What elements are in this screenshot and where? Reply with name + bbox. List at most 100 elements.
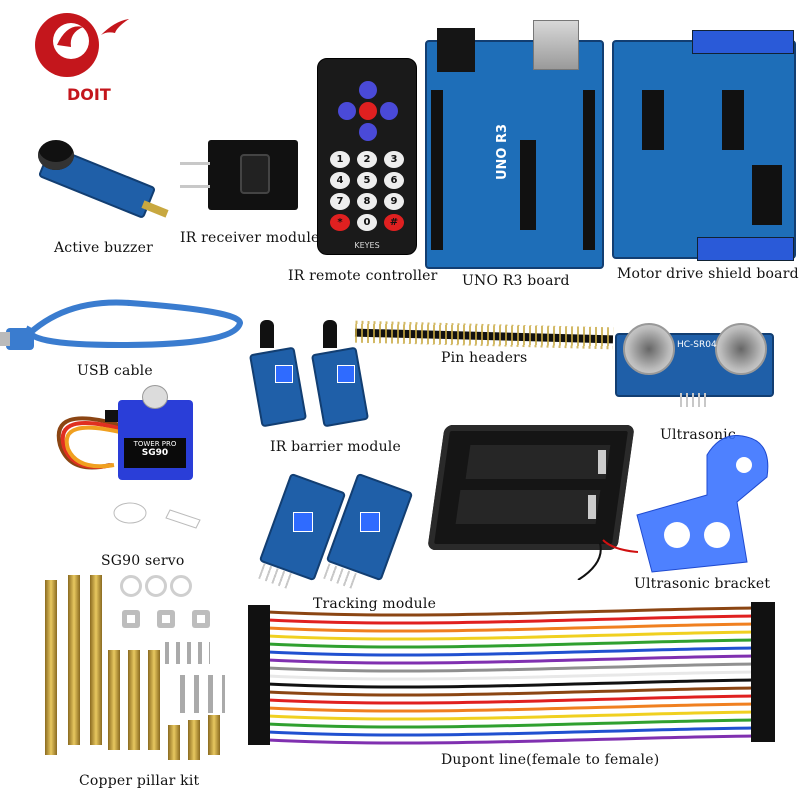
motor-shield-chip-2 <box>722 90 744 150</box>
ir-receiver-pins <box>180 162 210 188</box>
remote-keypad: 1 2 3 4 5 6 7 8 9 * 0 # <box>330 151 406 231</box>
remote-key[interactable]: 1 <box>330 151 350 168</box>
label-ir-remote: IR remote controller <box>288 268 438 284</box>
ir-receiver-sensor <box>240 154 270 194</box>
ir-barrier-pcb-2 <box>310 346 370 428</box>
pillar-mid-2 <box>128 650 140 750</box>
remote-key[interactable]: 3 <box>384 151 404 168</box>
remote-key[interactable]: 6 <box>384 172 404 189</box>
washer-3 <box>170 575 192 597</box>
ultrasonic-model: HC-SR04 <box>677 340 717 350</box>
buzzer-cylinder <box>38 140 74 170</box>
brand-name: DOIT <box>67 85 111 104</box>
remote-key[interactable]: 8 <box>357 193 377 210</box>
bracket-drawing <box>636 435 769 573</box>
servo-label-plate: TOWER PRO SG90 <box>124 438 186 468</box>
label-ultrasonic: Ultrasonic <box>660 427 736 443</box>
motor-shield-terminals-top <box>692 30 794 54</box>
uno-header-left <box>431 90 443 250</box>
washer-1 <box>120 575 142 597</box>
servo-body: TOWER PRO SG90 <box>118 400 193 480</box>
ultrasonic-transducer-left <box>623 323 675 375</box>
motor-shield-header <box>752 165 782 225</box>
remote-key[interactable]: # <box>384 214 404 231</box>
uno-board-text: UNO R3 <box>495 123 510 180</box>
pillar-short-2 <box>188 720 200 760</box>
remote-dpad <box>338 81 398 141</box>
copper-pillar-kit <box>40 570 240 770</box>
remote-key[interactable]: 4 <box>330 172 350 189</box>
servo-model: SG90 <box>141 448 169 458</box>
label-tracking: Tracking module <box>313 596 437 612</box>
remote-key[interactable]: 9 <box>384 193 404 210</box>
label-ir-receiver: IR receiver module <box>180 230 320 246</box>
ir-barrier-pot-1 <box>275 365 293 383</box>
ir-barrier-led-1 <box>260 320 274 348</box>
ir-barrier-modules <box>245 310 380 435</box>
pillar-long-3 <box>90 575 102 745</box>
ir-receiver-module <box>180 140 305 210</box>
label-copper: Copper pillar kit <box>79 773 200 789</box>
label-usb: USB cable <box>77 363 153 379</box>
motor-shield-terminals-bottom <box>697 237 794 261</box>
servo-top-gear <box>142 385 168 409</box>
usb-cable <box>0 288 250 368</box>
pillar-long-1 <box>45 580 57 755</box>
motor-shield-pcb <box>612 40 796 259</box>
label-servo: SG90 servo <box>101 553 185 569</box>
battery-holder-wires <box>577 539 638 580</box>
uno-pcb <box>425 40 604 269</box>
dpad-down[interactable] <box>359 123 377 141</box>
remote-key[interactable]: 7 <box>330 193 350 210</box>
remote-key[interactable]: 0 <box>357 214 377 231</box>
dpad-up[interactable] <box>359 81 377 99</box>
ultrasonic-transducer-right <box>715 323 767 375</box>
pillar-mid-1 <box>108 650 120 750</box>
remote-key[interactable]: 2 <box>357 151 377 168</box>
tracking-pot-2 <box>360 512 380 532</box>
label-dupont: Dupont line(female to female) <box>441 752 660 768</box>
uno-chip <box>520 140 536 230</box>
pin-header-pins <box>354 320 614 350</box>
pin-headers <box>354 320 615 350</box>
ultrasonic-sensor: HC-SR04 <box>615 318 775 408</box>
battery-holder <box>427 415 638 580</box>
label-pin-headers: Pin headers <box>441 350 528 366</box>
remote-brand: KEYES <box>354 241 380 250</box>
motor-shield <box>612 15 797 261</box>
active-buzzer <box>30 135 175 230</box>
uno-usb-port <box>533 20 579 70</box>
dupont-lines <box>248 600 778 750</box>
dupont-wires-drawing <box>248 602 775 745</box>
battery-holder-contact-2 <box>588 495 596 519</box>
usb-cable-drawing <box>0 299 244 350</box>
buzzer-pins <box>141 200 169 218</box>
uno-header-right <box>583 90 595 250</box>
doit-logo-mark <box>35 13 129 77</box>
label-uno: UNO R3 board <box>462 273 570 289</box>
screws-long <box>180 675 225 713</box>
dpad-right[interactable] <box>380 102 398 120</box>
nut-1 <box>122 610 140 628</box>
pillar-short-3 <box>208 715 220 755</box>
uno-r3-board: UNO R3 <box>425 20 605 269</box>
dpad-ok[interactable] <box>359 102 377 120</box>
pillar-short-1 <box>168 725 180 760</box>
remote-key[interactable]: * <box>330 214 350 231</box>
uno-power-jack <box>437 28 475 72</box>
servo-wires <box>56 410 201 529</box>
label-active-buzzer: Active buzzer <box>54 240 154 256</box>
label-motor-shield: Motor drive shield board <box>617 266 799 282</box>
battery-holder-contact-1 <box>598 450 606 474</box>
dpad-left[interactable] <box>338 102 356 120</box>
washer-2 <box>145 575 167 597</box>
ir-barrier-pcb-1 <box>248 346 308 428</box>
remote-key[interactable]: 5 <box>357 172 377 189</box>
nut-3 <box>192 610 210 628</box>
ir-barrier-led-2 <box>323 320 337 348</box>
label-ir-barrier: IR barrier module <box>270 439 401 455</box>
ultrasonic-bracket <box>632 435 792 575</box>
pillar-long-2 <box>68 575 80 745</box>
motor-shield-chip-1 <box>642 90 664 150</box>
ultrasonic-pins <box>680 393 706 407</box>
